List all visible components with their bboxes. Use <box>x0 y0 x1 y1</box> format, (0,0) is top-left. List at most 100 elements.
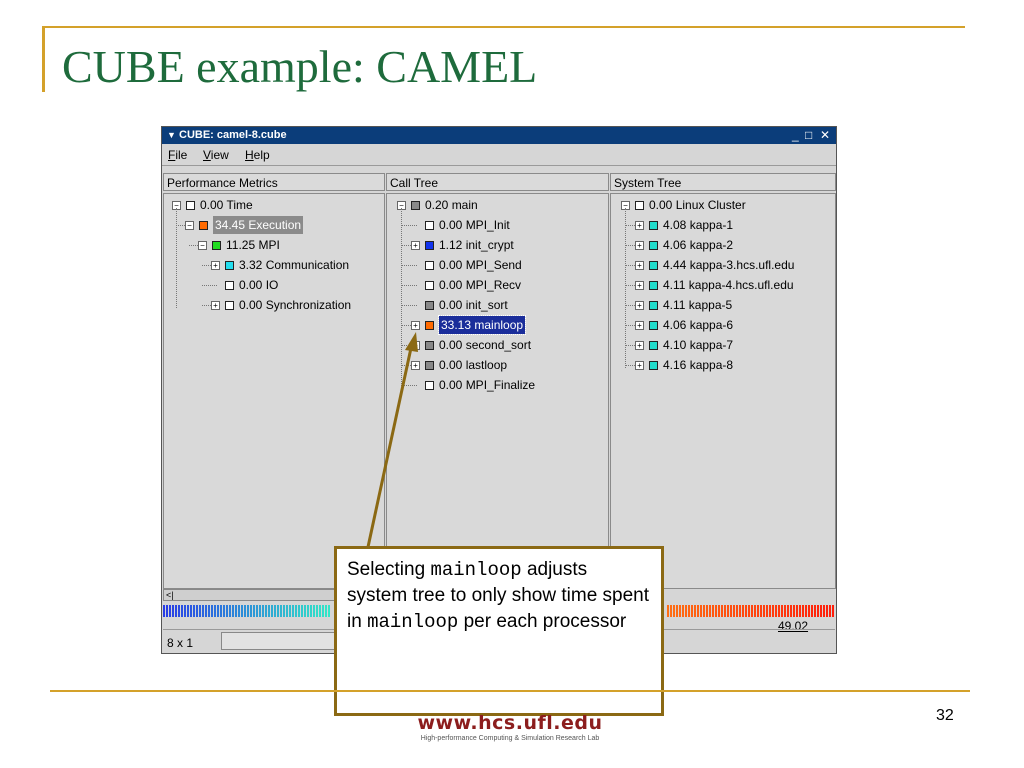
calltree-pane-header[interactable]: Call Tree <box>386 173 609 191</box>
calltree-tree-label: 0.00 init_sort <box>439 298 508 312</box>
expand-icon[interactable]: + <box>635 321 644 330</box>
systemtree-tree-row[interactable]: −0.00 Linux Cluster <box>611 196 835 214</box>
calltree-tree-row[interactable]: 0.00 MPI_Init <box>387 216 608 234</box>
systemtree-tree-row[interactable]: +4.10 kappa-7 <box>611 336 835 354</box>
metrics-tree-row[interactable]: −0.00 Time <box>164 196 384 214</box>
close-icon[interactable]: ✕ <box>820 128 831 142</box>
systemtree-tree-row[interactable]: +4.44 kappa-3.hcs.ufl.edu <box>611 256 835 274</box>
slide-title: CUBE example: CAMEL <box>62 41 538 92</box>
metrics-tree-row[interactable]: +0.00 Synchronization <box>164 296 384 314</box>
colorbar-segment <box>718 605 720 617</box>
calltree-tree-row[interactable]: 0.00 MPI_Finalize <box>387 376 608 394</box>
metrics-tree-label: 0.00 Time <box>200 198 253 212</box>
callout-text-3: per each processor <box>458 611 627 632</box>
colorbar-segment <box>172 605 174 617</box>
minimize-icon[interactable]: _ <box>792 128 799 142</box>
window-menu-icon[interactable]: ▼ <box>167 130 176 140</box>
colorbar-segment <box>298 605 300 617</box>
callout-text-1: Selecting <box>347 559 431 580</box>
menu-file-rest: ile <box>175 148 188 162</box>
colorbar-segment <box>808 605 810 617</box>
metric-color-square <box>649 261 658 270</box>
calltree-pane[interactable]: −0.20 main 0.00 MPI_Init +1.12 init_crypt 0… <box>386 193 609 589</box>
colorbar-segment <box>241 605 243 617</box>
expand-icon[interactable]: + <box>635 341 644 350</box>
colorbar-segment <box>817 605 819 617</box>
colorbar-segment <box>292 605 294 617</box>
collapse-icon[interactable]: − <box>185 221 194 230</box>
expand-icon[interactable]: + <box>411 241 420 250</box>
colorbar-segment <box>220 605 222 617</box>
systemtree-tree-row[interactable]: +4.16 kappa-8 <box>611 356 835 374</box>
metric-color-square <box>425 381 434 390</box>
metrics-tree-row[interactable]: +3.32 Communication <box>164 256 384 274</box>
systemtree-tree-row[interactable]: +4.08 kappa-1 <box>611 216 835 234</box>
colorbar-segment <box>733 605 735 617</box>
colorbar-segment <box>205 605 207 617</box>
tree-connector <box>401 245 417 246</box>
calltree-tree-row[interactable]: +0.00 lastloop <box>387 356 608 374</box>
colorbar-segment <box>826 605 828 617</box>
colorbar-segment <box>208 605 210 617</box>
expand-icon[interactable]: + <box>411 361 420 370</box>
colorbar-segment <box>226 605 228 617</box>
maximize-icon[interactable]: □ <box>805 128 813 142</box>
expand-icon[interactable]: + <box>211 301 220 310</box>
calltree-tree-row[interactable]: 0.00 init_sort <box>387 296 608 314</box>
expand-icon[interactable]: + <box>411 341 420 350</box>
expand-icon[interactable]: + <box>635 301 644 310</box>
expand-icon[interactable]: + <box>635 221 644 230</box>
calltree-tree-label: 0.00 MPI_Init <box>439 218 510 232</box>
systemtree-pane-header[interactable]: System Tree <box>610 173 836 191</box>
calltree-tree-row[interactable]: +33.13 mainloop <box>387 315 608 335</box>
metric-color-square <box>225 261 234 270</box>
metrics-tree-label: 3.32 Communication <box>239 258 350 272</box>
colorbar-segment <box>280 605 282 617</box>
calltree-tree-label: 0.00 MPI_Send <box>439 258 522 272</box>
colorbar-segment <box>190 605 192 617</box>
metrics-tree-row[interactable]: −34.45 Execution <box>164 216 384 234</box>
systemtree-tree-row[interactable]: +4.06 kappa-6 <box>611 316 835 334</box>
tree-connector <box>625 285 641 286</box>
collapse-icon[interactable]: − <box>198 241 207 250</box>
expand-icon[interactable]: + <box>635 281 644 290</box>
calltree-tree-row[interactable]: 0.00 MPI_Send <box>387 256 608 274</box>
calltree-tree-row[interactable]: +0.00 second_sort <box>387 336 608 354</box>
expand-icon[interactable]: + <box>635 361 644 370</box>
colorbar-segment <box>763 605 765 617</box>
metrics-pane-header[interactable]: Performance Metrics <box>163 173 385 191</box>
expand-icon[interactable]: + <box>411 321 420 330</box>
systemtree-pane[interactable]: −0.00 Linux Cluster +4.08 kappa-1 +4.06 ka… <box>610 193 836 589</box>
metrics-tree-row[interactable]: −11.25 MPI <box>164 236 384 254</box>
colorbar-segment <box>772 605 774 617</box>
tree-connector <box>625 345 641 346</box>
colorbar-segment <box>250 605 252 617</box>
calltree-tree-row[interactable]: 0.00 MPI_Recv <box>387 276 608 294</box>
calltree-tree-row[interactable]: −0.20 main <box>387 196 608 214</box>
colorbar-segment <box>667 605 669 617</box>
tree-connector <box>401 265 417 266</box>
tree-trunk <box>176 208 177 308</box>
metrics-pane[interactable]: −0.00 Time−34.45 Execution−11.25 MPI+3.3… <box>163 193 385 589</box>
menu-file[interactable]: File <box>168 148 187 162</box>
colorbar-segment <box>238 605 240 617</box>
colorbar-segment <box>709 605 711 617</box>
window-titlebar[interactable]: ▼ CUBE: camel-8.cube _ □ ✕ <box>162 127 836 144</box>
expand-icon[interactable]: + <box>635 241 644 250</box>
systemtree-tree-row[interactable]: +4.11 kappa-5 <box>611 296 835 314</box>
expand-icon[interactable]: + <box>211 261 220 270</box>
colorbar-segment <box>316 605 318 617</box>
colorbar-segment <box>178 605 180 617</box>
metric-color-square <box>425 301 434 310</box>
menu-view[interactable]: View <box>203 148 229 162</box>
metrics-tree-row[interactable]: 0.00 IO <box>164 276 384 294</box>
colorbar-segment <box>286 605 288 617</box>
systemtree-tree-row[interactable]: +4.06 kappa-2 <box>611 236 835 254</box>
colorbar-segment <box>307 605 309 617</box>
tree-connector <box>625 245 641 246</box>
colorbar-segment <box>679 605 681 617</box>
calltree-tree-row[interactable]: +1.12 init_crypt <box>387 236 608 254</box>
systemtree-tree-row[interactable]: +4.11 kappa-4.hcs.ufl.edu <box>611 276 835 294</box>
expand-icon[interactable]: + <box>635 261 644 270</box>
menu-help[interactable]: Help <box>245 148 270 162</box>
